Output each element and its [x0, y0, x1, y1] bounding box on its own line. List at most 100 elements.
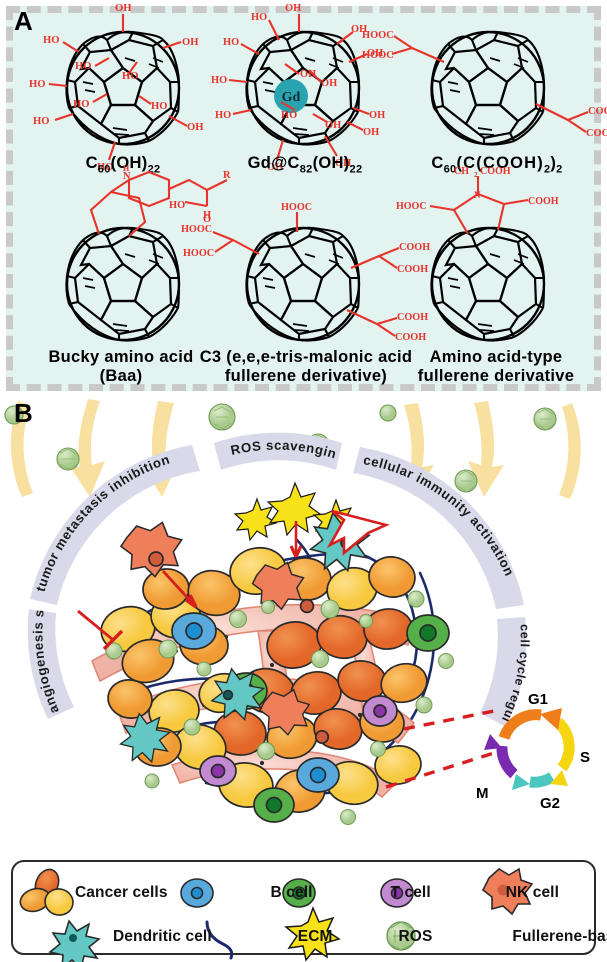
svg-text:HOOC: HOOC — [396, 201, 427, 212]
svg-text:HO: HO — [251, 12, 267, 23]
svg-text:HO: HO — [223, 37, 239, 48]
cell-cycle-arc-g2 — [529, 772, 555, 788]
legend-row-2: Dendritic cell ECM ROS Fullerene-based N… — [110, 928, 607, 946]
t-cell — [253, 787, 295, 823]
svg-text:HOOC: HOOC — [181, 224, 212, 235]
molecule-c3-tris-malonic-structure: HOOC HOOC COOH COOH COOH COOH HOOC — [181, 202, 430, 343]
svg-text:OH: OH — [351, 24, 367, 35]
svg-text:COOH: COOH — [528, 196, 559, 207]
svg-text:OH: OH — [367, 48, 383, 59]
legend-label-dendritic-cell: Dendritic cell — [113, 928, 212, 945]
label-oh: OH — [182, 37, 199, 48]
svg-text:OH: OH — [325, 120, 341, 131]
legend-label-ecm: ECM — [297, 928, 333, 945]
svg-text:COOH: COOH — [399, 242, 430, 253]
molecule-label-gd-c82-oh22: Gd@C82(OH)22 — [247, 154, 363, 176]
svg-text:HO: HO — [211, 75, 227, 86]
nk-cell — [199, 755, 237, 787]
legend-icons — [19, 867, 534, 962]
gd-atom-label: Gd — [282, 90, 301, 105]
svg-text:OH: OH — [321, 78, 337, 89]
t-cell — [406, 614, 450, 652]
label-ho: HO — [33, 116, 49, 127]
cell-cycle-arrowhead-g2 — [512, 774, 530, 790]
svg-text:N: N — [474, 190, 481, 200]
legend-label-ros: ROS — [398, 928, 433, 945]
svg-text:R: R — [223, 170, 231, 181]
gd-atom-icon — [274, 79, 308, 113]
cell-cycle-arrowhead-s — [550, 770, 568, 786]
b-cell-icon — [180, 878, 214, 908]
label-ho: HO — [73, 99, 89, 110]
label-ho: HO — [122, 71, 138, 82]
label-oh: OH — [187, 122, 204, 133]
cell-cycle-label-g1: G1 — [528, 691, 548, 708]
legend-label-cancer-cells: Cancer cells — [75, 884, 168, 901]
svg-text:COOH: COOH — [586, 128, 607, 139]
svg-text:COOH: COOH — [397, 312, 428, 323]
macrophage — [251, 561, 315, 614]
svg-text:HO: HO — [281, 110, 297, 121]
dendritic-cell — [119, 712, 172, 764]
svg-text:COOH: COOH — [395, 332, 426, 343]
svg-text:H: H — [123, 164, 130, 173]
svg-text:COOH: COOH — [480, 166, 511, 177]
cell-cycle-arrowhead-m — [484, 734, 502, 750]
ros-starburst-icon — [284, 905, 341, 962]
svg-text:H: H — [203, 210, 211, 221]
macrophage-icon — [481, 867, 534, 916]
svg-text:HO: HO — [215, 110, 231, 121]
nk-cell-icon — [380, 878, 414, 908]
intratumor-fullerene-nanoparticles — [105, 590, 454, 825]
svg-text:HOOC: HOOC — [183, 248, 214, 259]
t-cell-icon — [282, 878, 316, 908]
svg-text:HOOC: HOOC — [362, 30, 394, 41]
svg-text:OH: OH — [335, 158, 351, 169]
legend-label-nk-cell: NK cell — [505, 884, 559, 901]
cell-cycle-label-m: M — [476, 785, 489, 802]
svg-text:OH: OH — [285, 3, 301, 14]
macrophage — [119, 521, 183, 578]
action-arrow-group — [77, 509, 495, 789]
svg-text:OH: OH — [369, 110, 385, 121]
legend-label-t-cell: T cell — [390, 884, 431, 901]
cell-cycle-label-s: S — [580, 749, 590, 766]
cell-cycle-arc-m — [496, 745, 518, 779]
legend-label-fullerene-nps: Fullerene-based NPs — [512, 928, 607, 945]
svg-text:HOOC: HOOC — [362, 50, 394, 61]
b-cell — [296, 757, 340, 793]
label-ho: HO — [75, 61, 91, 72]
molecule-label-bucky-amino-acid: Bucky amino acid(Baa) — [48, 348, 194, 386]
panel-a-letter: A — [14, 6, 33, 36]
svg-text:OH: OH — [300, 69, 316, 80]
nk-cell — [362, 695, 398, 727]
arrow-immunity-activation — [326, 509, 390, 556]
svg-text:N: N — [123, 171, 131, 182]
b-cell — [171, 612, 217, 650]
panel-b-letter: B — [14, 398, 33, 428]
cell-cycle-label-g2: G2 — [540, 795, 560, 812]
molecule-c60-ccooh-structure: HOOC HOOC COOH COOH — [362, 30, 607, 146]
molecule-c60-oh22-structure: OH HO OH HO HO OH HO HO HO HO HO — [29, 3, 204, 173]
cell-cycle-arrowhead-g1 — [540, 708, 562, 730]
legend-label-b-cell: B cell — [270, 884, 313, 901]
molecule-bucky-amino-acid-structure: NH RH HOO — [65, 164, 231, 342]
panel-a-artwork: OH HO OH HO HO OH HO HO HO HO HO C60(OH)… — [29, 3, 607, 386]
cancer-cell-cluster-icon — [19, 868, 74, 916]
molecule-label-c60-oh22: C60(OH)22 — [85, 154, 161, 176]
arrow-metastasis — [161, 570, 198, 609]
arrow-ros-scavenging — [289, 521, 303, 558]
svg-text:COOH: COOH — [397, 264, 428, 275]
label-ho: HO — [29, 79, 45, 90]
cell-cycle-arc-s — [554, 717, 575, 772]
svg-text:OH: OH — [363, 127, 379, 138]
cell-cycle-arc-g1 — [498, 709, 542, 741]
svg-text:HOOC: HOOC — [281, 202, 312, 213]
legend-row-1: Cancer cells B cell T cell NK cell Macro… — [72, 884, 607, 902]
svg-text:COOH: COOH — [588, 106, 607, 117]
panel-b-artwork: tumor metastasis inhibition angiogenesis… — [0, 381, 590, 825]
